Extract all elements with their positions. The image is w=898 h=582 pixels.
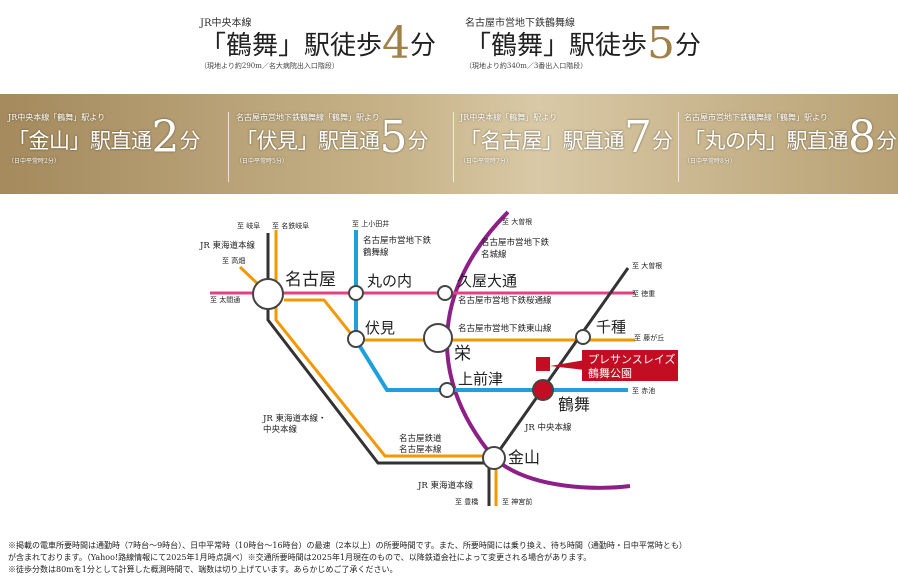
station-tsurumai xyxy=(532,379,554,401)
station-chikusa xyxy=(575,329,591,345)
unit: 分 xyxy=(876,129,897,153)
direct-marunouchi: 名古屋市営地下鉄鶴舞線「鶴舞」駅より「丸の内」駅直通8分 （日中平常時8分） xyxy=(684,112,898,182)
dest-label: 至 大曽根 xyxy=(502,217,532,226)
line-label: 中央本線 xyxy=(263,424,298,435)
station-label: 「金山」駅直通 xyxy=(8,129,152,153)
station-label: 久屋大通 xyxy=(457,272,517,290)
line-label: JR 東海道本線 xyxy=(417,480,474,491)
footnotes: ※掲載の電車所要時間は通勤時（7時台～9時台）、日中平常時（10時台～16時台）… xyxy=(8,540,898,576)
dest-label: 至 上小田井 xyxy=(352,219,389,228)
direct-fushimi: 名古屋市営地下鉄鶴舞線「鶴舞」駅より「伏見」駅直通5分 （日中平常時5分） xyxy=(236,112,450,182)
line-label: 名古屋市営地下鉄東山線 xyxy=(458,323,552,334)
dest-label: 至 徳重 xyxy=(632,289,655,298)
station-label: 「名古屋」駅直通 xyxy=(460,129,625,153)
note: （日中平常時7分） xyxy=(460,158,512,165)
line-name: JR中央本線 xyxy=(200,18,252,29)
from: 名古屋市営地下鉄鶴舞線「鶴舞」駅より xyxy=(684,113,828,122)
station-nagoya xyxy=(252,278,284,310)
line-jr-chuo xyxy=(492,267,630,459)
footnote: ※徒歩分数は80mを1分として計算した概測時間で、端数は切り上げています。あらか… xyxy=(8,565,398,574)
from: JR中央本線「鶴舞」駅より xyxy=(8,113,106,122)
walk-time-jr: JR中央本線 「鶴舞」駅徒歩4分 （現地より約290m／名大病院出入口階段） xyxy=(200,14,436,71)
station-label: 伏見 xyxy=(365,319,395,337)
minutes: 8 xyxy=(848,112,876,163)
line-label: 名古屋本線 xyxy=(399,444,442,455)
station-kanayama xyxy=(482,446,506,470)
walk-time-subway: 名古屋市営地下鉄鶴舞線 「鶴舞」駅徒歩5分 （現地より約340m／3番出入口階段… xyxy=(465,14,701,71)
line-label: JR 東海道本線・ xyxy=(262,413,327,424)
station-marunouchi xyxy=(348,285,364,301)
unit: 分 xyxy=(410,31,437,61)
dest-label: 至 名鉄岐阜 xyxy=(272,221,309,230)
divider xyxy=(228,112,229,182)
station-label: 栄 xyxy=(454,344,471,364)
line-name: 名古屋市営地下鉄鶴舞線 xyxy=(465,18,575,29)
line-label: 名城線 xyxy=(481,249,507,260)
station-kamimaezu xyxy=(439,382,455,398)
line-label: 名古屋市営地下鉄 xyxy=(481,237,550,248)
dest-label: 至 高畑 xyxy=(222,256,245,265)
dest-label: 至 太閤通 xyxy=(210,295,240,304)
divider xyxy=(678,112,679,182)
station-label: 名古屋 xyxy=(285,270,336,290)
line-label: 名古屋市営地下鉄桜通線 xyxy=(458,295,552,306)
station-label: 「丸の内」駅直通 xyxy=(684,129,849,153)
station-label: 鶴舞 xyxy=(558,395,590,414)
unit: 分 xyxy=(652,129,673,153)
line-higashiyama xyxy=(284,298,635,342)
station-label: 「鶴舞」駅徒歩 xyxy=(200,31,383,61)
dest-label: 至 神宮前 xyxy=(502,497,532,506)
line-label: 鶴舞線 xyxy=(363,247,389,258)
station-label: 丸の内 xyxy=(367,272,412,290)
line-label: JR 東海道本線 xyxy=(199,240,256,251)
station-label: 「伏見」駅直通 xyxy=(236,129,380,153)
unit: 分 xyxy=(179,129,201,153)
dest-label: 至 藤が丘 xyxy=(634,333,664,342)
note: （日中平常時8分） xyxy=(684,158,736,165)
note: （日中平常時5分） xyxy=(236,158,288,165)
direct-kanayama: JR中央本線「鶴舞」駅より「金山」駅直通2分 （日中平常時2分） xyxy=(8,112,222,182)
footnote: が含まれております。（Yahoo!路線情報にて2025年1月時点調べ）※交通所要… xyxy=(8,553,592,562)
minutes: 5 xyxy=(379,112,408,163)
footnote: ※掲載の電車所要時間は通勤時（7時台～9時台）、日中平常時（10時台～16時台）… xyxy=(8,541,687,550)
station-label: 千種 xyxy=(596,318,626,336)
note: （現地より約290m／名大病院出入口階段） xyxy=(200,62,339,70)
station-label: 金山 xyxy=(508,448,540,467)
station-label: 上前津 xyxy=(458,370,503,388)
minutes: 5 xyxy=(647,18,676,69)
property-name: 鶴舞公園 xyxy=(588,366,632,380)
dest-label: 至 赤池 xyxy=(632,386,655,395)
note: （現地より約340m／3番出入口階段） xyxy=(465,62,588,70)
station-sakae xyxy=(423,323,453,353)
direct-nagoya: JR中央本線「鶴舞」駅より「名古屋」駅直通7分 （日中平常時7分） xyxy=(460,112,674,182)
minutes: 7 xyxy=(624,112,652,163)
property-name: プレサンスレイズ xyxy=(588,352,675,366)
dest-label: 至 岐阜 xyxy=(237,221,260,230)
station-fushimi xyxy=(347,330,365,348)
minutes: 2 xyxy=(151,112,180,163)
note: （日中平常時2分） xyxy=(8,158,60,165)
dest-label: 至 大曽根 xyxy=(632,261,662,270)
line-label: 名古屋鉄道 xyxy=(399,433,442,444)
from: 名古屋市営地下鉄鶴舞線「鶴舞」駅より xyxy=(236,113,380,122)
direct-access-band: JR中央本線「鶴舞」駅より「金山」駅直通2分（日中平常時2分） 名古屋市営地下鉄… xyxy=(0,94,898,194)
unit: 分 xyxy=(407,129,429,153)
line-label: JR 中央本線 xyxy=(524,422,572,433)
from: JR中央本線「鶴舞」駅より xyxy=(460,113,558,122)
property-callout xyxy=(582,350,678,381)
property-marker xyxy=(536,357,550,371)
line-meijo xyxy=(445,210,631,490)
unit: 分 xyxy=(675,31,702,61)
divider xyxy=(453,112,454,182)
dest-label: 至 豊橋 xyxy=(455,497,478,506)
minutes: 4 xyxy=(382,18,411,69)
station-label: 「鶴舞」駅徒歩 xyxy=(465,31,648,61)
station-hisaya xyxy=(437,285,453,301)
route-map: プレサンスレイズ 鶴舞公園 至 岐阜 至 名鉄岐阜 至 高畑 至 太閤通 至 上… xyxy=(199,210,678,506)
line-label: 名古屋市営地下鉄 xyxy=(363,235,432,246)
